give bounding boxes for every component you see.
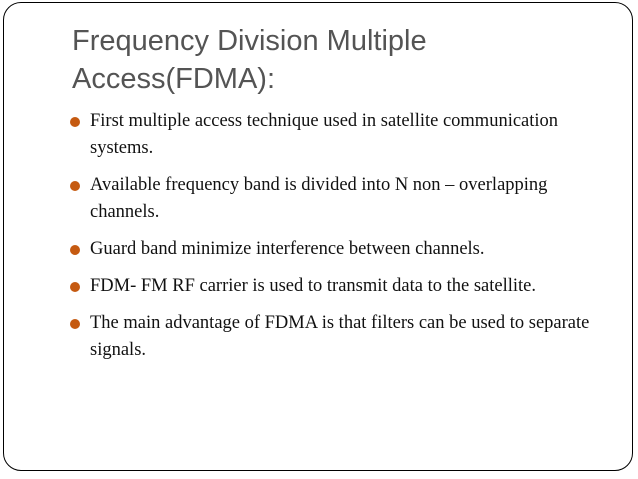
bullet-dot-icon [70, 181, 80, 191]
bullet-text: First multiple access technique used in … [90, 111, 559, 158]
slide-title-line-2: Access(FDMA): [72, 63, 275, 95]
bullet-text: Guard band minimize interference between… [90, 239, 485, 259]
bullet-dot-icon [70, 245, 80, 255]
bullet-item: Available frequency band is divided into… [70, 172, 605, 226]
bullet-dot-icon [70, 282, 80, 292]
bullet-text: FDM- FM RF carrier is used to transmit d… [90, 276, 536, 296]
bullet-item: The main advantage of FDMA is that filte… [70, 310, 605, 364]
bullet-item: FDM- FM RF carrier is used to transmit d… [70, 273, 605, 300]
bullet-item: First multiple access technique used in … [70, 108, 605, 162]
bullet-item: Guard band minimize interference between… [70, 236, 605, 263]
slide-title: Frequency Division Multiple Access(FDMA)… [72, 22, 572, 98]
bullet-text: Available frequency band is divided into… [90, 175, 548, 222]
slide-frame: Frequency Division Multiple Access(FDMA)… [3, 2, 633, 471]
bullet-dot-icon [70, 319, 80, 329]
bullet-text: The main advantage of FDMA is that filte… [90, 313, 590, 360]
bullet-dot-icon [70, 117, 80, 127]
bullet-list: First multiple access technique used in … [70, 108, 605, 374]
slide-title-line-1: Frequency Division Multiple [72, 25, 427, 57]
